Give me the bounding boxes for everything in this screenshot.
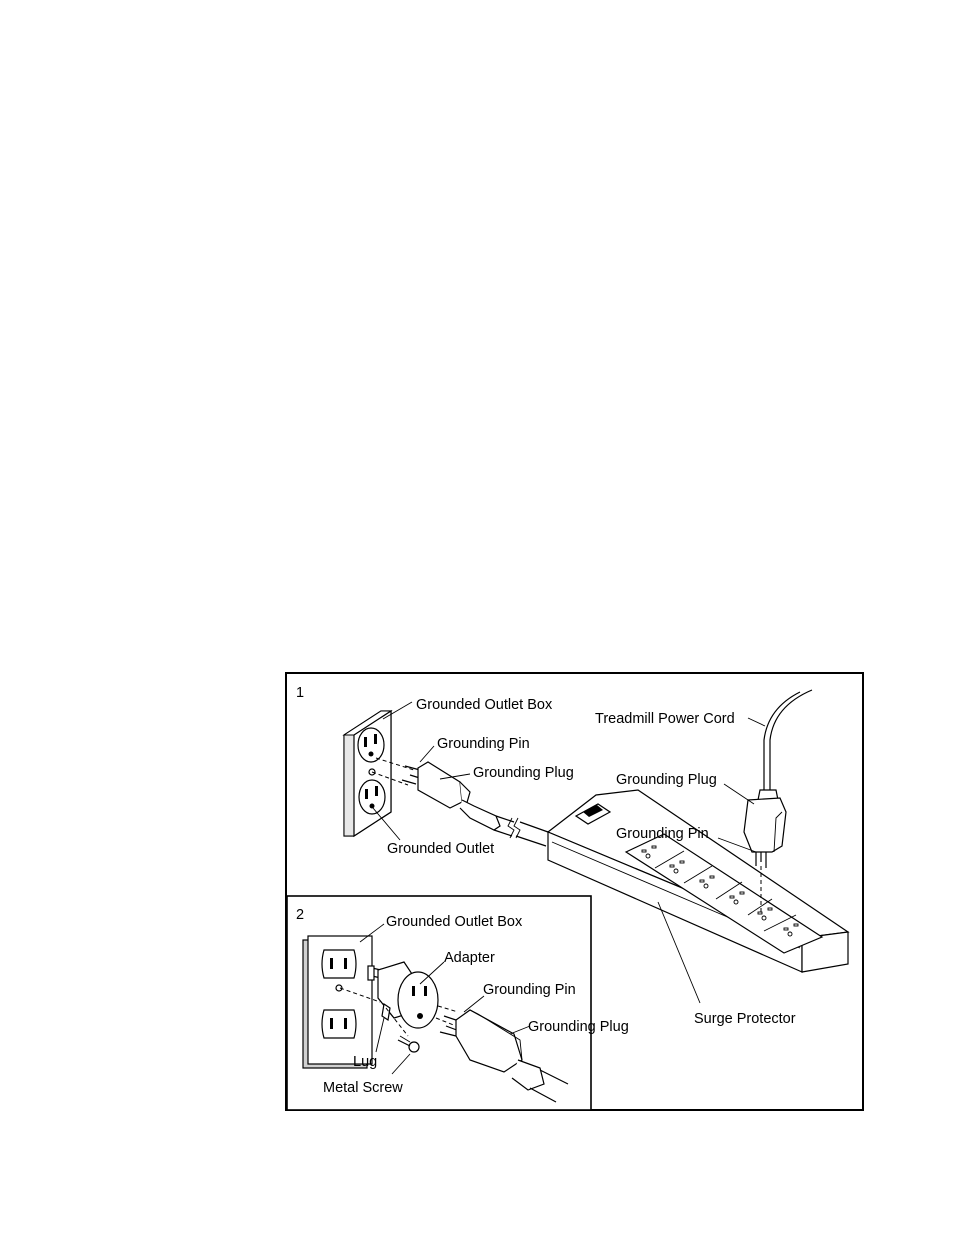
label-treadmill-power-cord: Treadmill Power Cord — [595, 711, 735, 727]
label-grounded-outlet: Grounded Outlet — [387, 841, 494, 857]
label-grounding-pin-2: Grounding Pin — [483, 982, 576, 998]
label-grounding-plug-right: Grounding Plug — [616, 772, 717, 788]
label-lug: Lug — [353, 1054, 377, 1070]
panel-1-number: 1 — [296, 685, 304, 701]
wall-plate-panel-1 — [344, 711, 391, 836]
label-adapter: Adapter — [444, 950, 495, 966]
label-grounded-outlet-box-1: Grounded Outlet Box — [416, 697, 553, 713]
label-grounding-plug-1: Grounding Plug — [473, 765, 574, 781]
label-grounding-pin-1: Grounding Pin — [437, 736, 530, 752]
panel-2-number: 2 — [296, 907, 304, 923]
label-metal-screw: Metal Screw — [323, 1080, 403, 1096]
wall-plate-panel-2 — [303, 936, 372, 1068]
grounded-outlet-receptacle — [359, 780, 385, 814]
label-grounding-plug-2: Grounding Plug — [528, 1019, 629, 1035]
label-grounded-outlet-box-2: Grounded Outlet Box — [386, 914, 523, 930]
label-surge-protector: Surge Protector — [694, 1011, 796, 1027]
label-grounding-pin-right: Grounding Pin — [616, 826, 709, 842]
